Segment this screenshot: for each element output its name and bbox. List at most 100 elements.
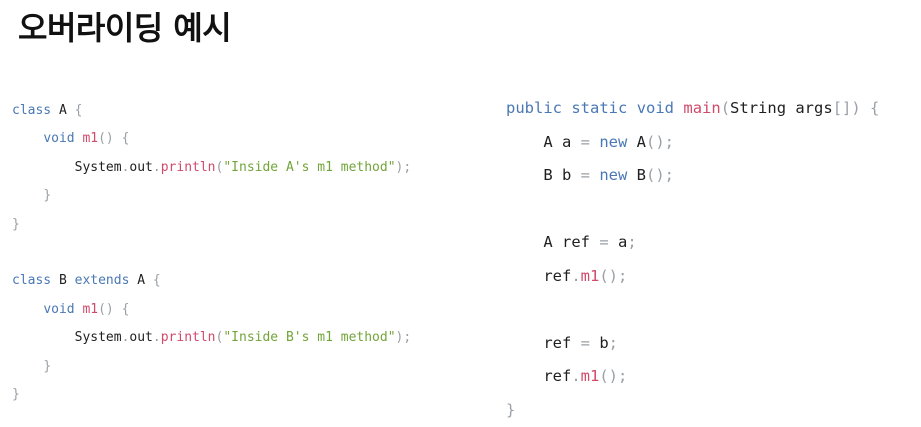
code-text: A ref bbox=[506, 233, 599, 251]
code-punctuation: (); bbox=[599, 367, 627, 385]
code-text bbox=[12, 302, 43, 317]
code-text: ref bbox=[506, 267, 571, 285]
code-block-classes: class A { void m1() { System.out.println… bbox=[12, 97, 411, 409]
code-punctuation: = bbox=[581, 133, 590, 151]
code-function: m1 bbox=[82, 302, 98, 317]
code-punctuation: (); bbox=[646, 133, 674, 151]
code-keyword: new bbox=[599, 166, 627, 184]
code-keyword: void bbox=[43, 131, 74, 146]
code-line: public static void main(String args[]) { bbox=[506, 92, 879, 126]
code-text: b bbox=[590, 334, 609, 352]
code-keyword: extends bbox=[75, 273, 130, 288]
code-function: m1 bbox=[581, 367, 600, 385]
code-punctuation: } bbox=[12, 217, 20, 232]
code-punctuation: } bbox=[43, 359, 51, 374]
code-text bbox=[12, 131, 43, 146]
code-punctuation: (); bbox=[599, 267, 627, 285]
code-text: B bbox=[627, 166, 646, 184]
code-punctuation: ( bbox=[721, 99, 730, 117]
code-line: System.out.println("Inside A's m1 method… bbox=[12, 154, 411, 182]
code-block-main: public static void main(String args[]) {… bbox=[506, 92, 879, 427]
code-keyword: public bbox=[506, 99, 562, 117]
code-text: System bbox=[12, 330, 122, 345]
code-punctuation: { bbox=[870, 99, 879, 117]
code-text bbox=[590, 166, 599, 184]
code-line: } bbox=[506, 394, 879, 427]
code-string: "Inside A's m1 method" bbox=[223, 160, 395, 175]
code-text: a bbox=[609, 233, 628, 251]
code-keyword: new bbox=[599, 133, 627, 151]
code-text bbox=[861, 99, 870, 117]
code-line: } bbox=[12, 182, 411, 210]
code-keyword: class bbox=[12, 103, 51, 118]
code-text: out bbox=[129, 160, 152, 175]
code-keyword: void bbox=[637, 99, 674, 117]
code-string: "Inside B's m1 method" bbox=[223, 330, 395, 345]
code-punctuation: ; bbox=[627, 233, 636, 251]
code-line: class A { bbox=[12, 97, 411, 125]
code-line bbox=[506, 193, 879, 227]
code-text: String args bbox=[730, 99, 833, 117]
code-text: out bbox=[129, 330, 152, 345]
code-punctuation: = bbox=[581, 334, 590, 352]
code-line: B b = new B(); bbox=[506, 159, 879, 193]
code-line: System.out.println("Inside B's m1 method… bbox=[12, 324, 411, 352]
code-punctuation: . bbox=[153, 160, 161, 175]
code-text bbox=[12, 359, 43, 374]
code-punctuation: } bbox=[43, 188, 51, 203]
code-line: A ref = a; bbox=[506, 226, 879, 260]
code-text: System bbox=[12, 160, 122, 175]
code-punctuation: . bbox=[153, 330, 161, 345]
code-text: A bbox=[627, 133, 646, 151]
code-keyword: static bbox=[571, 99, 627, 117]
code-line: } bbox=[12, 353, 411, 381]
code-text: ref bbox=[506, 334, 581, 352]
code-keyword: void bbox=[43, 302, 74, 317]
code-text bbox=[590, 133, 599, 151]
code-punctuation: { bbox=[122, 302, 130, 317]
code-line bbox=[12, 239, 411, 267]
code-line: ref.m1(); bbox=[506, 260, 879, 294]
code-punctuation: } bbox=[12, 387, 20, 402]
code-function: main bbox=[683, 99, 720, 117]
code-line: } bbox=[12, 381, 411, 409]
code-punctuation: } bbox=[506, 401, 515, 419]
code-punctuation: = bbox=[581, 166, 590, 184]
code-line: A a = new A(); bbox=[506, 126, 879, 160]
code-function: println bbox=[161, 160, 216, 175]
code-text: B b bbox=[506, 166, 581, 184]
code-punctuation: . bbox=[571, 267, 580, 285]
code-function: m1 bbox=[581, 267, 600, 285]
code-text bbox=[12, 188, 43, 203]
code-punctuation: . bbox=[571, 367, 580, 385]
code-text bbox=[627, 99, 636, 117]
code-text: A a bbox=[506, 133, 581, 151]
code-line: class B extends A { bbox=[12, 267, 411, 295]
code-punctuation: { bbox=[122, 131, 130, 146]
code-line: ref = b; bbox=[506, 327, 879, 361]
code-line: } bbox=[12, 211, 411, 239]
code-punctuation: ); bbox=[396, 330, 412, 345]
code-punctuation: () bbox=[98, 302, 114, 317]
code-punctuation: []) bbox=[833, 99, 861, 117]
code-punctuation: () bbox=[98, 131, 114, 146]
code-text: A bbox=[51, 103, 74, 118]
code-text: A bbox=[129, 273, 152, 288]
code-punctuation: ); bbox=[396, 160, 412, 175]
code-text bbox=[114, 302, 122, 317]
code-line: void m1() { bbox=[12, 125, 411, 153]
code-line: void m1() { bbox=[12, 296, 411, 324]
code-punctuation: = bbox=[599, 233, 608, 251]
code-punctuation: { bbox=[153, 273, 161, 288]
code-punctuation: (); bbox=[646, 166, 674, 184]
code-text bbox=[674, 99, 683, 117]
code-line bbox=[506, 293, 879, 327]
code-text: B bbox=[51, 273, 74, 288]
code-text bbox=[114, 131, 122, 146]
code-function: println bbox=[161, 330, 216, 345]
code-punctuation: { bbox=[75, 103, 83, 118]
code-keyword: class bbox=[12, 273, 51, 288]
code-line: ref.m1(); bbox=[506, 360, 879, 394]
code-function: m1 bbox=[82, 131, 98, 146]
code-punctuation: ; bbox=[609, 334, 618, 352]
